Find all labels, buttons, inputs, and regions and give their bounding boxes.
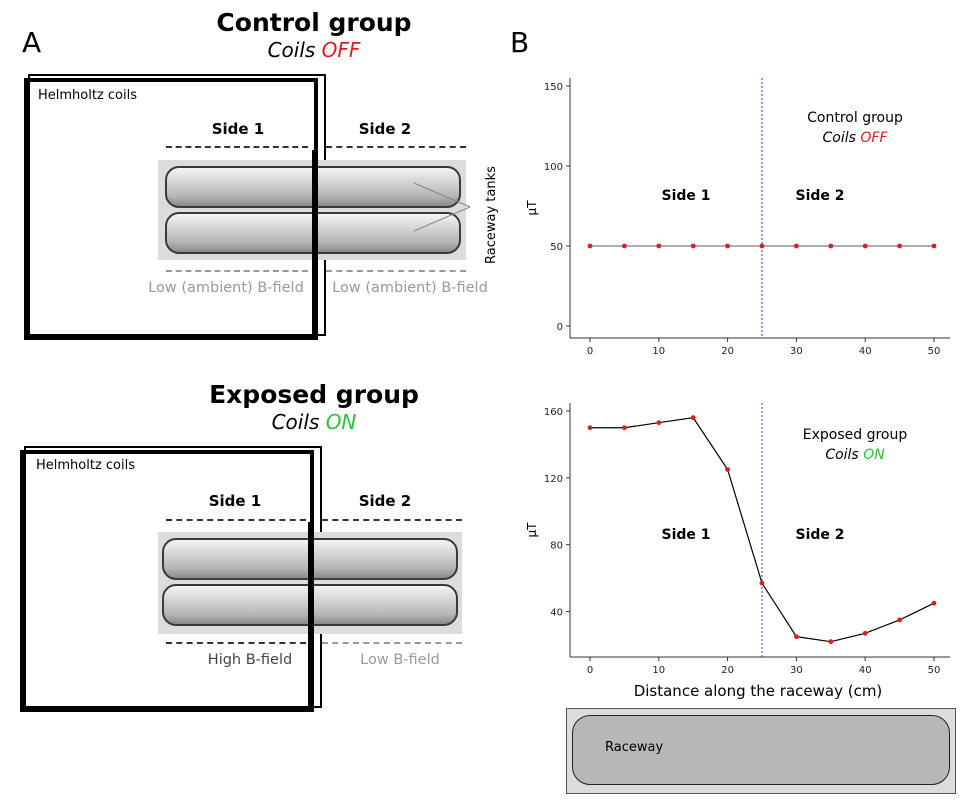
exposed-top-dash-side1: [166, 519, 306, 521]
raceway-schematic-label: Raceway: [605, 740, 664, 755]
data-point: [690, 415, 696, 421]
chart-side1-label: Side 1: [661, 527, 710, 543]
exposed-coils-status: Coils ON: [164, 410, 464, 434]
y-tick-label: 150: [544, 82, 563, 93]
data-point: [656, 243, 662, 249]
chart-subtitle: Coils OFF: [823, 130, 889, 146]
exposed-bottom-dash-side1: [166, 642, 306, 644]
control-group-title: Control group: [216, 8, 412, 37]
panel-a-letter: A: [22, 26, 42, 59]
chart-subtitle: Coils ON: [825, 447, 885, 463]
data-point: [931, 243, 937, 249]
y-axis-label: μT: [525, 200, 539, 216]
control-side1-label: Side 1: [211, 120, 265, 138]
data-point: [690, 243, 696, 249]
control-coils-prefix: Coils: [267, 38, 322, 62]
x-tick-label: 0: [587, 346, 593, 357]
data-point: [862, 630, 868, 636]
x-tick-label: 0: [587, 665, 593, 675]
chart-side2-label: Side 2: [795, 527, 844, 543]
exposed-bottom-dash-side2: [322, 642, 462, 644]
chart-side2-label: Side 2: [795, 188, 844, 204]
data-point: [759, 580, 765, 586]
chart-subtitle-prefix: Coils: [825, 447, 863, 463]
y-tick-label: 100: [544, 162, 563, 173]
exposed-coils-prefix: Coils: [271, 410, 326, 434]
data-point: [794, 634, 799, 640]
x-tick-label: 20: [721, 665, 734, 675]
x-tick-label: 10: [652, 346, 665, 357]
exposed-side2-label: Side 2: [358, 492, 412, 510]
chart-x-axis-label: Distance along the raceway (cm): [633, 682, 883, 700]
x-tick-label: 10: [652, 665, 665, 675]
chart-title: Control group: [807, 110, 903, 126]
data-point: [622, 425, 627, 431]
control-top-dash-side1: [166, 146, 308, 148]
chart-subtitle-prefix: Coils: [823, 130, 861, 146]
control-tanks-label: Raceway tanks: [484, 166, 499, 264]
control-field-side1: Low (ambient) B-field: [148, 280, 304, 296]
y-tick-label: 40: [550, 608, 563, 619]
data-point: [828, 243, 834, 249]
y-tick-label: 0: [557, 322, 563, 333]
exposed-field-side2: Low B-field: [360, 652, 440, 668]
data-point: [931, 600, 937, 606]
chart-title: Exposed group: [803, 427, 908, 443]
exposed-group-title: Exposed group: [209, 380, 419, 409]
data-point: [725, 243, 730, 249]
exposed-top-dash-side2: [322, 519, 462, 521]
data-point: [725, 467, 730, 472]
data-point: [897, 617, 902, 623]
data-point: [656, 420, 662, 426]
x-tick-label: 30: [790, 346, 803, 357]
chart-subtitle-state: OFF: [860, 130, 888, 146]
y-axis-label: μT: [525, 522, 539, 538]
exposed-coil-front-bar: [308, 522, 314, 712]
panel-b-letter: B: [510, 26, 530, 59]
control-helmholtz-label: Helmholtz coils: [38, 88, 138, 103]
data-point: [587, 425, 593, 431]
x-tick-label: 40: [859, 346, 872, 357]
control-side2-label: Side 2: [358, 120, 412, 138]
y-tick-label: 80: [550, 541, 563, 552]
x-tick-label: 40: [859, 665, 872, 675]
control-field-side2: Low (ambient) B-field: [332, 280, 488, 296]
control-bottom-dash-side1: [166, 270, 308, 272]
data-point: [794, 243, 799, 249]
chart-side1-label: Side 1: [661, 188, 710, 204]
chart-subtitle-state: ON: [863, 447, 885, 463]
data-point: [828, 639, 834, 645]
control-coils-state: OFF: [321, 38, 361, 62]
exposed-field-chart: 40 80 120 160 0 10 20 30 40 50 μT Exposed groupCoil…: [525, 403, 950, 675]
control-field-chart: 0 50 100 150 0 10 20 30 40 50 μT Control groupCoils…: [525, 78, 950, 357]
data-point: [622, 243, 627, 249]
control-coils-status: Coils OFF: [164, 38, 464, 62]
control-bottom-dash-side2: [326, 270, 466, 272]
y-tick-label: 160: [544, 407, 563, 418]
exposed-coils-state: ON: [325, 410, 357, 434]
control-top-dash-side2: [326, 146, 466, 148]
exposed-helmholtz-label: Helmholtz coils: [36, 458, 136, 473]
x-tick-label: 50: [928, 346, 941, 357]
control-coil-front-bar: [312, 150, 318, 340]
x-tick-label: 50: [928, 665, 941, 675]
data-point: [759, 243, 765, 249]
control-tanks-pointer: [413, 182, 471, 232]
y-tick-label: 120: [544, 474, 563, 485]
exposed-side1-label: Side 1: [208, 492, 262, 510]
x-tick-label: 30: [790, 665, 803, 675]
y-tick-label: 50: [550, 242, 563, 253]
data-point: [587, 243, 593, 249]
data-point: [897, 243, 902, 249]
x-tick-label: 20: [721, 346, 734, 357]
data-point: [862, 243, 868, 249]
exposed-field-side1: High B-field: [207, 652, 293, 668]
raceway-schematic-tank: [572, 715, 950, 785]
